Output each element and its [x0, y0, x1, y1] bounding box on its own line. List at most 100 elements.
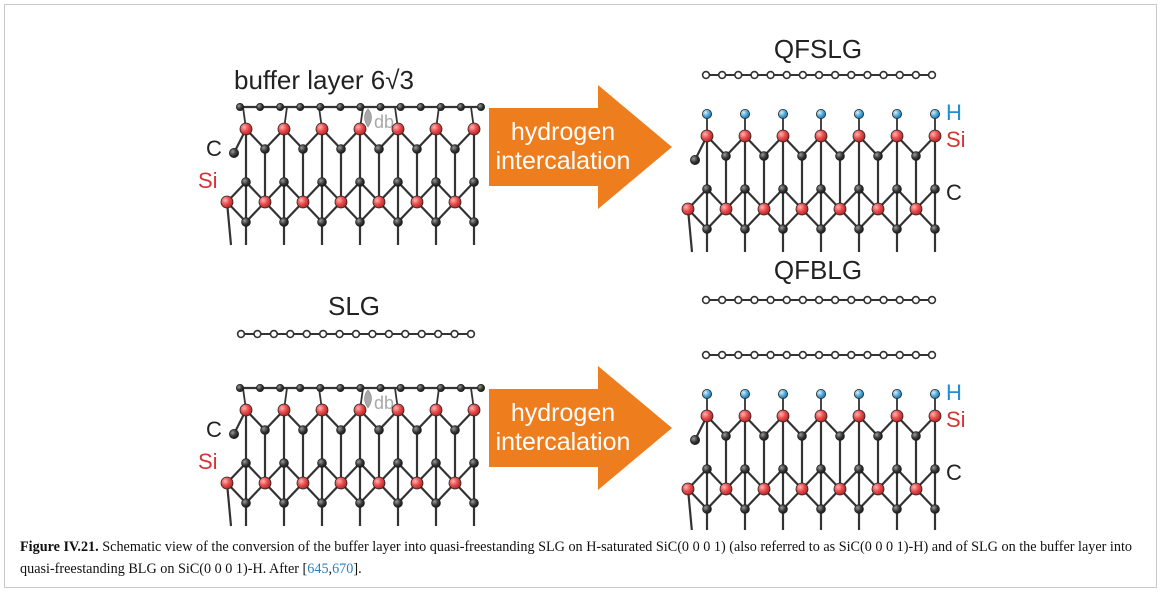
- hydrogen-atom: [778, 109, 789, 120]
- carbon-atom: [759, 151, 769, 161]
- hydrogen-atom: [702, 388, 713, 399]
- graphene-atom: [830, 295, 840, 305]
- graphene-atom: [798, 350, 808, 360]
- silicon-atom: [315, 403, 329, 417]
- carbon-atom: [816, 184, 826, 194]
- silicon-atom: [296, 476, 310, 490]
- carbon-atom: [393, 458, 403, 468]
- carbon-atom: [374, 144, 384, 154]
- carbon-atom: [854, 224, 864, 234]
- carbon-atom: [702, 504, 712, 514]
- buffer-carbon-atom: [436, 383, 445, 392]
- graphene-atom: [766, 350, 775, 360]
- buffer-carbon-atom: [316, 383, 325, 392]
- silicon-atom: [334, 195, 348, 209]
- carbon-atom: [797, 151, 807, 161]
- caption-ref-645[interactable]: 645: [307, 561, 329, 577]
- silicon-atom: [852, 409, 866, 423]
- silicon-atom: [277, 122, 291, 136]
- hydrogen-atom: [816, 109, 827, 120]
- graphene-atom: [814, 295, 824, 305]
- carbon-atom: [431, 217, 441, 227]
- dangling-bond-label: db: [374, 112, 394, 132]
- carbon-atom: [854, 504, 864, 514]
- carbon-atom: [892, 184, 902, 194]
- carbon-atom: [892, 464, 902, 474]
- graphene-atom: [450, 329, 459, 339]
- silicon-atom: [719, 482, 733, 496]
- silicon-atom: [890, 129, 904, 143]
- silicon-atom: [467, 403, 481, 417]
- silicon-atom: [258, 195, 272, 209]
- graphene-atom: [236, 329, 246, 339]
- structure-bottom-right: [681, 388, 942, 530]
- graphene-atom: [863, 70, 872, 80]
- graphene-atom: [814, 350, 824, 360]
- silicon-atom: [928, 409, 942, 423]
- label-si-top-left: Si: [198, 168, 218, 193]
- silicon-atom: [738, 129, 752, 143]
- silicon-atom: [795, 482, 809, 496]
- silicon-atom: [353, 403, 367, 417]
- silicon-atom: [700, 129, 714, 143]
- graphene-atom: [895, 350, 904, 360]
- carbon-atom: [393, 217, 403, 227]
- graphene-atom: [863, 350, 872, 360]
- silicon-atom: [700, 409, 714, 423]
- graphene-atom: [911, 350, 921, 360]
- graphene-atom: [750, 350, 759, 360]
- carbon-atom: [911, 431, 921, 441]
- graphene-atom: [830, 70, 840, 80]
- graphene-atom: [734, 350, 743, 360]
- graphene-atom: [782, 350, 791, 360]
- carbon-atom: [721, 151, 731, 161]
- carbon-atom: [690, 154, 701, 165]
- graphene-atom: [782, 295, 791, 305]
- silicon-atom: [871, 202, 885, 216]
- carbon-atom: [355, 498, 365, 508]
- graphene-atom: [766, 295, 775, 305]
- carbon-atom: [469, 177, 479, 187]
- label-si-top-right: Si: [946, 127, 966, 152]
- carbon-atom: [816, 464, 826, 474]
- arrow-bottom: hydrogen intercalation: [489, 366, 672, 490]
- carbon-atom: [298, 144, 308, 154]
- carbon-atom: [854, 184, 864, 194]
- hydrogen-atom: [740, 388, 751, 399]
- graphene-atom: [927, 295, 937, 305]
- silicon-atom: [719, 202, 733, 216]
- carbon-atom: [317, 498, 327, 508]
- graphene-atom: [927, 70, 937, 80]
- graphene-atom: [701, 350, 711, 360]
- carbon-atom: [469, 217, 479, 227]
- hydrogen-atom: [892, 388, 903, 399]
- buffer-carbon-atom: [456, 383, 465, 392]
- top-right-title: QFSLG: [774, 34, 862, 64]
- label-si-bottom-left: Si: [198, 449, 218, 474]
- graphene-atom: [701, 70, 711, 80]
- graphene-atom: [895, 70, 904, 80]
- caption-ref-separator: ,: [328, 561, 333, 577]
- carbon-atom: [279, 177, 289, 187]
- silicon-atom: [239, 122, 253, 136]
- silicon-atom: [681, 202, 695, 216]
- graphene-atom: [318, 329, 328, 339]
- silicon-atom: [372, 195, 386, 209]
- silicon-atom: [448, 476, 462, 490]
- caption-body: Schematic view of the conversion of the …: [20, 539, 1133, 577]
- caption-ref-670[interactable]: 670: [332, 561, 354, 577]
- silicon-atom: [296, 195, 310, 209]
- buffer-carbon-atom: [476, 103, 485, 112]
- carbon-atom: [241, 458, 251, 468]
- silicon-atom: [315, 122, 329, 136]
- graphene-atom: [717, 350, 727, 360]
- buffer-carbon-atom: [376, 103, 385, 112]
- silicon-atom: [277, 403, 291, 417]
- graphene-atom: [847, 350, 856, 360]
- silicon-atom: [890, 409, 904, 423]
- carbon-atom: [241, 177, 251, 187]
- silicon-atom: [909, 202, 923, 216]
- silicon-atom: [220, 476, 234, 490]
- graphene-atom: [351, 329, 361, 339]
- carbon-atom: [374, 425, 384, 435]
